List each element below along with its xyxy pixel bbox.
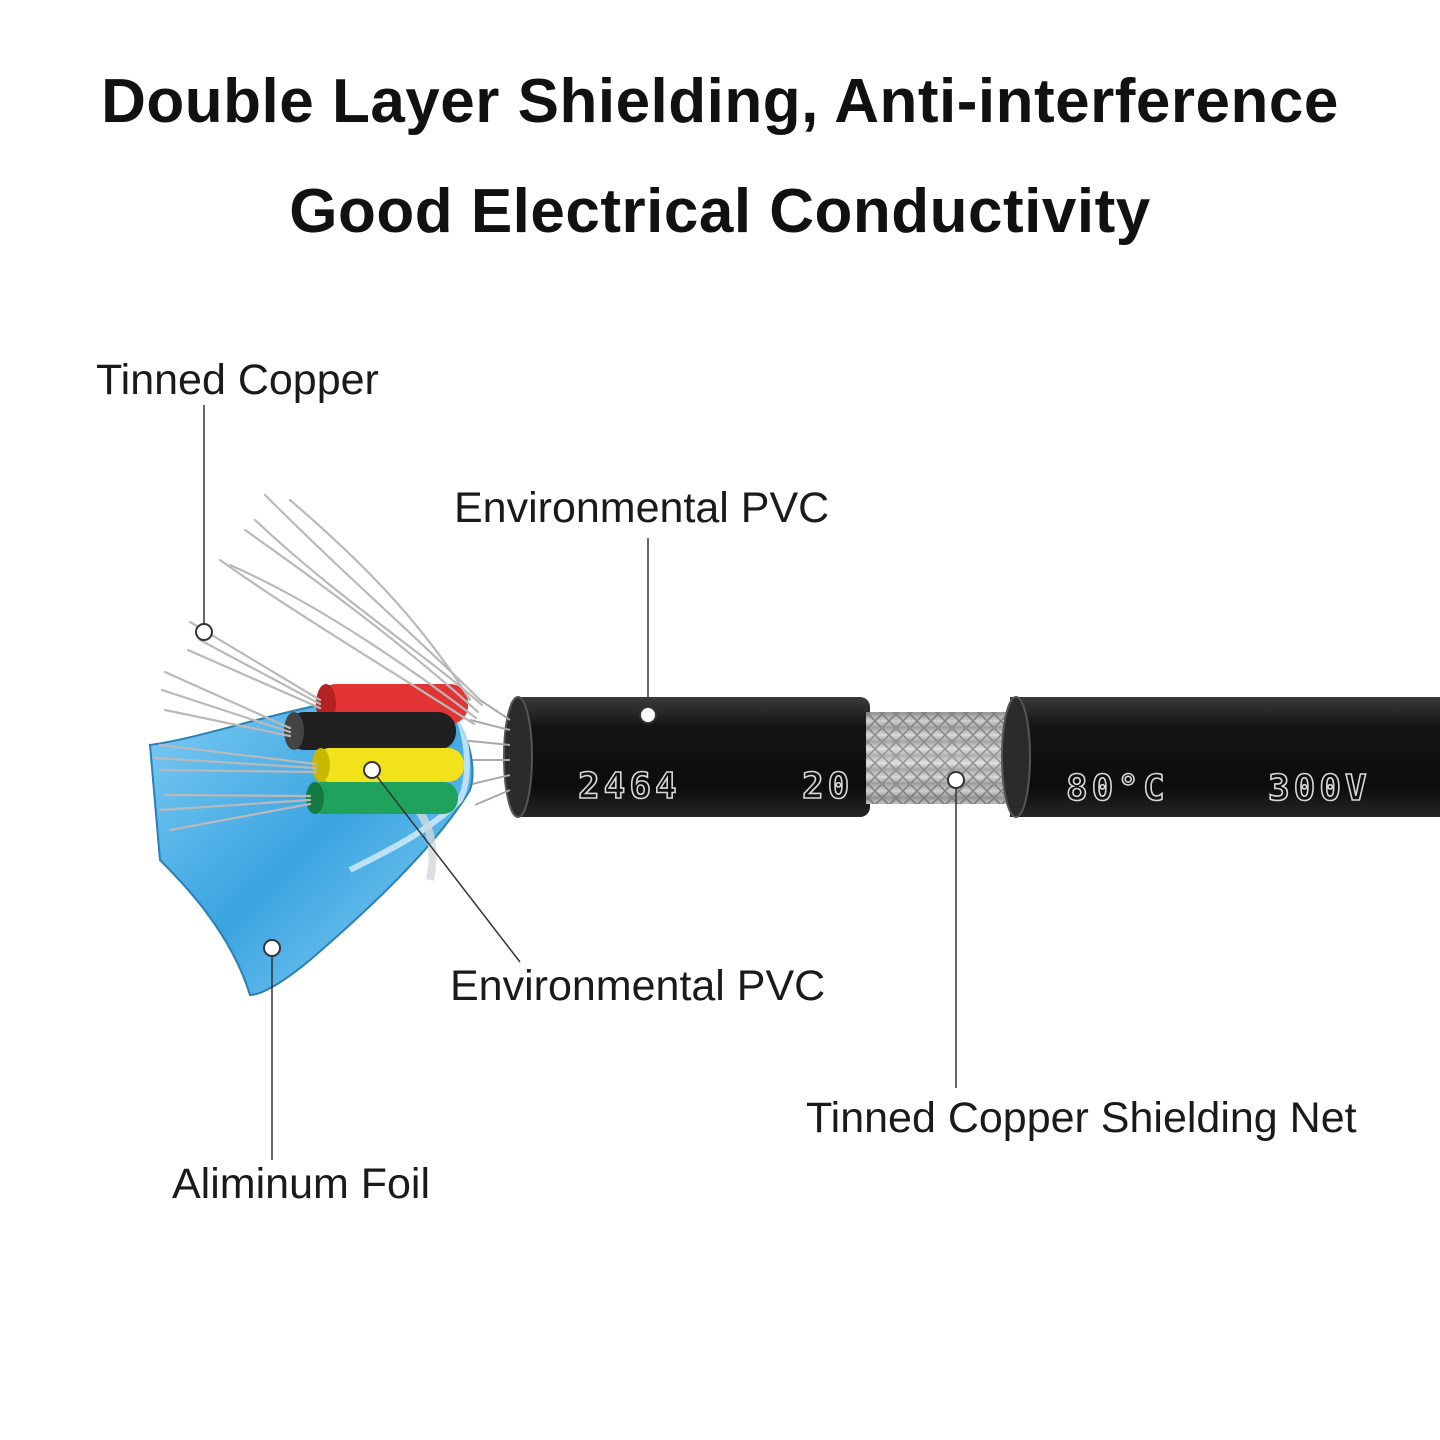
tinned-copper-strands xyxy=(153,493,484,832)
headline-line-2: Good Electrical Conductivity xyxy=(289,177,1151,246)
label-core-pvc: Environmental PVC xyxy=(450,962,826,1010)
label-tinned-copper: Tinned Copper xyxy=(96,356,379,404)
shielding-braid xyxy=(866,712,1016,804)
leader-core-pvc xyxy=(363,761,521,963)
label-aluminum-foil: Aliminum Foil xyxy=(172,1160,431,1208)
cable-print-300v: 300V xyxy=(1268,768,1371,809)
label-shielding-net: Tinned Copper Shielding Net xyxy=(806,1094,1357,1142)
leader-tinned-copper xyxy=(195,405,213,641)
headline-line-1: Double Layer Shielding, Anti-interferenc… xyxy=(101,67,1339,136)
core-yellow xyxy=(312,748,464,782)
cable-print-2464: 2464 xyxy=(578,766,681,807)
core-black xyxy=(284,712,456,750)
cable-print-80c: 80°C xyxy=(1066,768,1169,809)
outer-jacket-segment-2 xyxy=(1001,696,1440,818)
outer-jacket-segment-1 xyxy=(503,696,870,818)
frayed-braid xyxy=(459,699,511,806)
leader-jacket-pvc xyxy=(639,538,657,724)
cable-print-20: 20 xyxy=(802,766,853,807)
leader-shielding-net xyxy=(947,771,965,1088)
label-jacket-pvc: Environmental PVC xyxy=(454,484,830,532)
leader-aluminum-foil xyxy=(263,939,281,1160)
core-green xyxy=(306,782,458,814)
